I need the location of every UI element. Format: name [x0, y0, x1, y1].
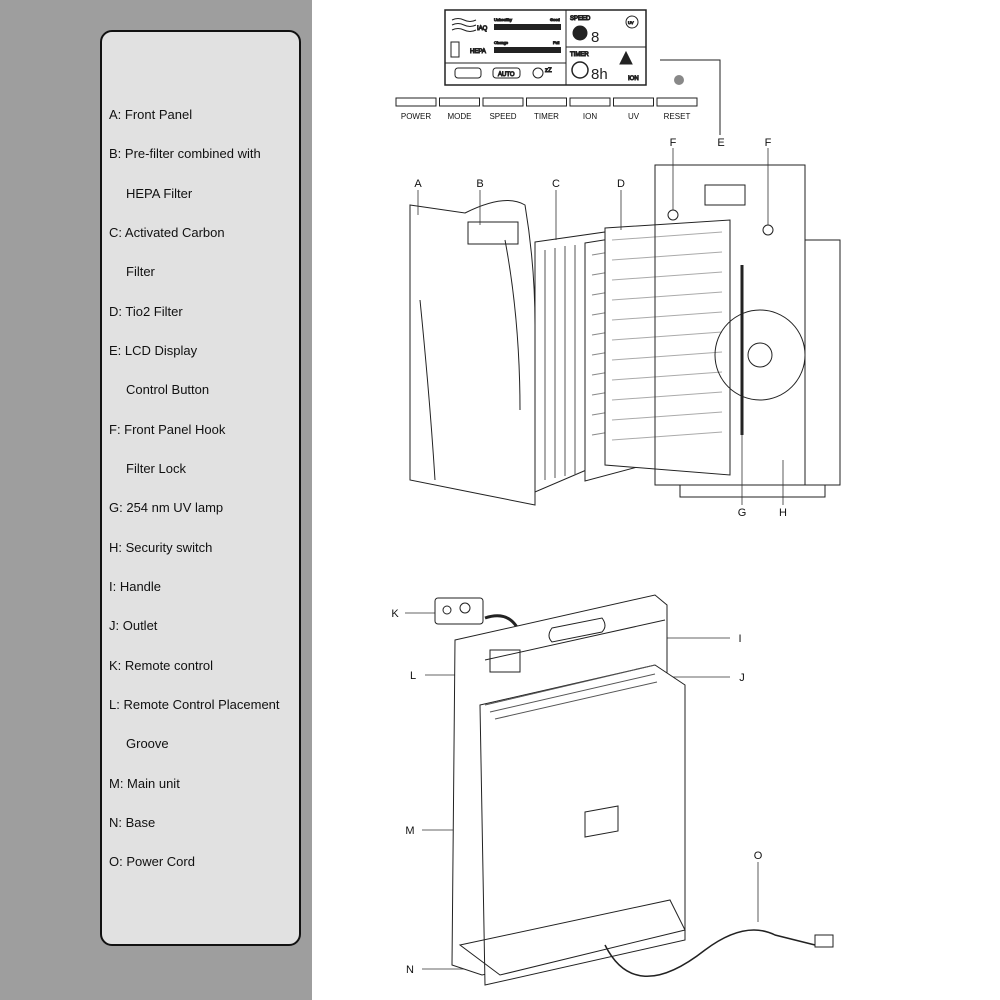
prefilter	[467, 221, 519, 245]
label-g: G	[738, 507, 747, 519]
legend-item: B: Pre-filter combined with	[109, 146, 261, 161]
button-timer[interactable]	[526, 97, 567, 107]
hepa-bar	[494, 47, 561, 53]
panel-hook-left	[667, 209, 679, 221]
parts-legend: A: Front Panel B: Pre-filter combined wit…	[100, 30, 301, 946]
auto-label: AUTO	[498, 72, 515, 78]
front-panel	[409, 200, 536, 506]
power-plug	[814, 934, 834, 948]
speed-label: SPEED	[570, 16, 591, 22]
tree-icon	[619, 50, 633, 65]
legend-item: Groove	[126, 736, 169, 751]
label-a: A	[414, 178, 422, 190]
sleep-label: zZ	[545, 68, 552, 74]
air-wave-icon	[451, 18, 477, 32]
change-label: Change	[494, 40, 509, 45]
power-cord	[604, 929, 816, 977]
sleep-icon	[532, 67, 544, 79]
main-unit	[451, 594, 686, 986]
timer-label: TIMER	[570, 52, 589, 58]
label-k: K	[391, 608, 399, 620]
button-uv[interactable]	[613, 97, 654, 107]
button-label: TIMER	[534, 112, 559, 121]
auto-mode-icon	[492, 67, 521, 79]
full-label: Full	[553, 40, 560, 45]
label-f: F	[765, 137, 772, 149]
uv-icon-label: UV	[628, 20, 634, 25]
lcd-display: IAQ Unhealthy Good HEPA Change Full AUTO…	[444, 9, 647, 86]
label-o: O	[754, 850, 763, 862]
manual-mode-icon	[454, 67, 482, 79]
legend-item: Filter Lock	[126, 461, 186, 476]
part-labels: A B C D E F G H I J K L M N O F	[391, 137, 787, 976]
remote-groove	[489, 649, 521, 673]
label-f: F	[670, 137, 677, 149]
button-speed[interactable]	[482, 97, 524, 107]
timer-digit: 8h	[591, 66, 608, 83]
legend-item: J: Outlet	[109, 618, 158, 633]
legend-item: N: Base	[109, 815, 156, 830]
unhealthy-label: Unhealthy	[494, 17, 512, 22]
button-power[interactable]	[395, 97, 437, 107]
label-h: H	[779, 507, 787, 519]
label-e: E	[717, 137, 724, 149]
hepa-label: HEPA	[470, 49, 486, 55]
legend-item: H: Security switch	[109, 540, 213, 555]
button-mode[interactable]	[439, 97, 480, 107]
button-reset[interactable]	[656, 97, 698, 107]
button-label: SPEED	[489, 112, 516, 121]
legend-item: I: Handle	[109, 579, 162, 594]
panel-hook-right	[762, 224, 774, 236]
button-label: UV	[628, 112, 640, 121]
clock-icon	[571, 61, 589, 79]
control-buttons: POWER MODE SPEED TIMER ION UV RESET	[395, 97, 698, 121]
legend-item: Filter	[126, 264, 155, 279]
main-housing	[654, 164, 841, 498]
legend-item: O: Power Cord	[109, 854, 195, 869]
speed-digit: 8	[591, 29, 599, 46]
label-j: J	[739, 672, 745, 684]
legend-item: L: Remote Control Placement	[109, 697, 280, 712]
legend-item: E: LCD Display	[109, 343, 198, 358]
filter-icon	[450, 41, 460, 58]
good-label: Good	[550, 17, 560, 22]
handle	[548, 617, 606, 643]
legend-item: K: Remote control	[109, 658, 214, 673]
iaq-bar	[494, 24, 561, 30]
legend-item: Control Button	[126, 382, 210, 397]
label-c: C	[552, 178, 560, 190]
iaq-label: IAQ	[477, 26, 488, 32]
fan-blade	[714, 309, 806, 401]
label-d: D	[617, 178, 625, 190]
label-i: I	[738, 633, 741, 645]
legend-item: D: Tio2 Filter	[109, 304, 183, 319]
button-label: ION	[583, 112, 597, 121]
button-ion[interactable]	[569, 97, 611, 107]
base	[458, 899, 686, 976]
remote-control	[434, 597, 484, 625]
label-n: N	[406, 964, 414, 976]
legend-item: G: 254 nm UV lamp	[109, 500, 224, 515]
ion-label: ION	[628, 76, 639, 82]
fan-icon	[572, 25, 588, 41]
legend-item: C: Activated Carbon	[109, 225, 225, 240]
button-label: POWER	[401, 112, 431, 121]
tio2-filter	[604, 219, 731, 476]
uv-icon	[625, 15, 639, 29]
legend-item: F: Front Panel Hook	[109, 422, 226, 437]
label-b: B	[476, 178, 483, 190]
label-l: L	[410, 670, 416, 682]
legend-item: HEPA Filter	[126, 186, 193, 201]
legend-item: M: Main unit	[109, 776, 180, 791]
label-m: M	[405, 825, 414, 837]
button-label: RESET	[664, 112, 691, 121]
legend-item: A: Front Panel	[109, 107, 193, 122]
leader-e	[660, 59, 721, 135]
button-label: MODE	[448, 112, 472, 121]
front-badge	[584, 805, 619, 838]
purifier-diagram: IAQ Unhealthy Good HEPA Change Full AUTO…	[391, 9, 841, 986]
reset-indicator	[674, 75, 684, 85]
